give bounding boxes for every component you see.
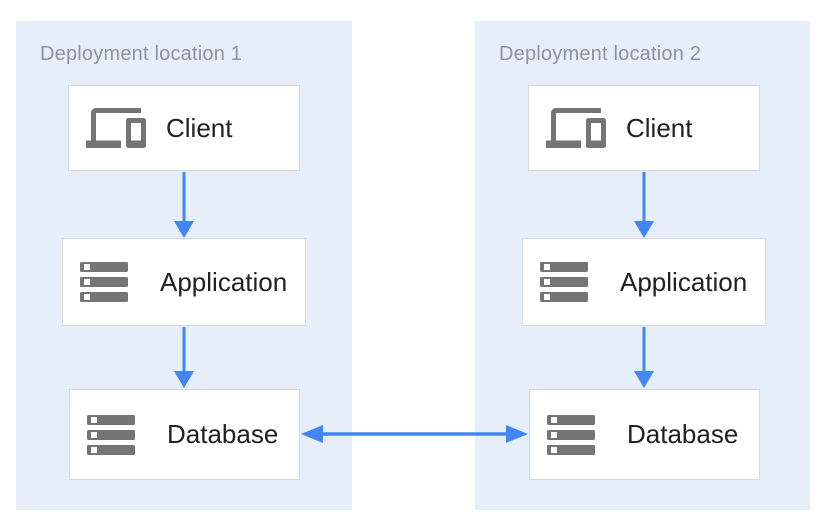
node-database-2: Database: [529, 389, 760, 480]
node-application-1-label: Application: [160, 266, 288, 297]
deployment-zone-1: Deployment location 1 Client: [16, 21, 352, 510]
node-application-1: Application: [62, 238, 306, 326]
storage-icon: [87, 414, 147, 455]
node-client-1: Client: [68, 85, 300, 171]
storage-icon: [547, 414, 607, 455]
node-client-2: Client: [528, 85, 760, 171]
node-client-2-label: Client: [626, 112, 693, 143]
devices-icon: [546, 98, 606, 158]
node-database-1-label: Database: [167, 419, 279, 449]
node-database-1: Database: [69, 389, 300, 480]
storage-icon: [540, 262, 600, 302]
node-client-1-label: Client: [166, 112, 233, 143]
zone-1-title: Deployment location 1: [40, 43, 243, 65]
zone-2-title: Deployment location 2: [499, 43, 702, 65]
node-application-2-label: Application: [620, 266, 748, 297]
storage-icon: [80, 262, 140, 302]
devices-icon: [86, 98, 146, 158]
node-application-2: Application: [522, 238, 766, 326]
node-database-2-label: Database: [627, 419, 739, 449]
deployment-zone-2: Deployment location 2 Client: [475, 21, 810, 510]
